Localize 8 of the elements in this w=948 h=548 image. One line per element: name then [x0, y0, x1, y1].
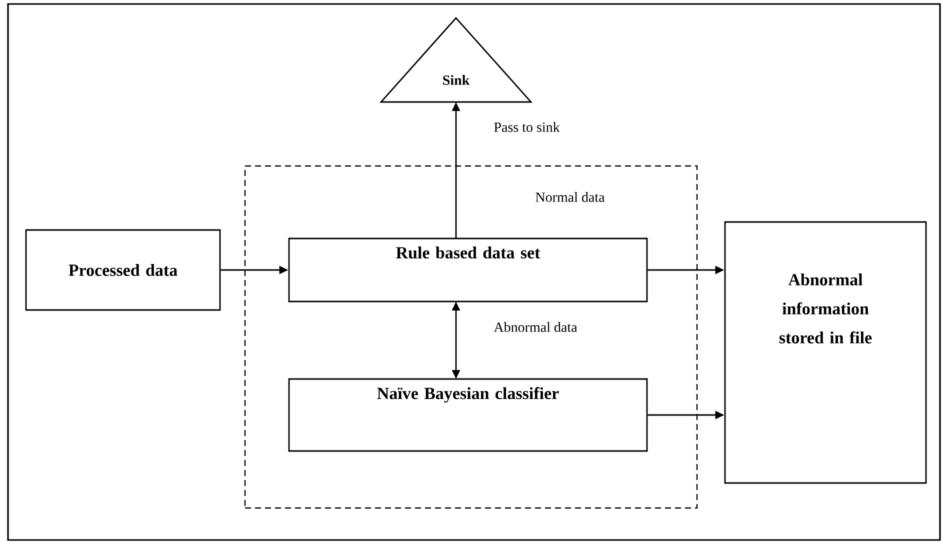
- edge-label: Abnormal data: [494, 322, 578, 332]
- process-box: Rule based data set: [288, 238, 648, 302]
- process-box: Naïve Bayesian classifier: [288, 378, 648, 452]
- edge-label: Pass to sink: [494, 122, 560, 132]
- storage-box: Abnormal information stored in file: [724, 221, 927, 484]
- dashed-group-box: [244, 165, 698, 509]
- input-box: Processed data: [25, 229, 221, 311]
- flow-label: Normal data: [536, 192, 605, 202]
